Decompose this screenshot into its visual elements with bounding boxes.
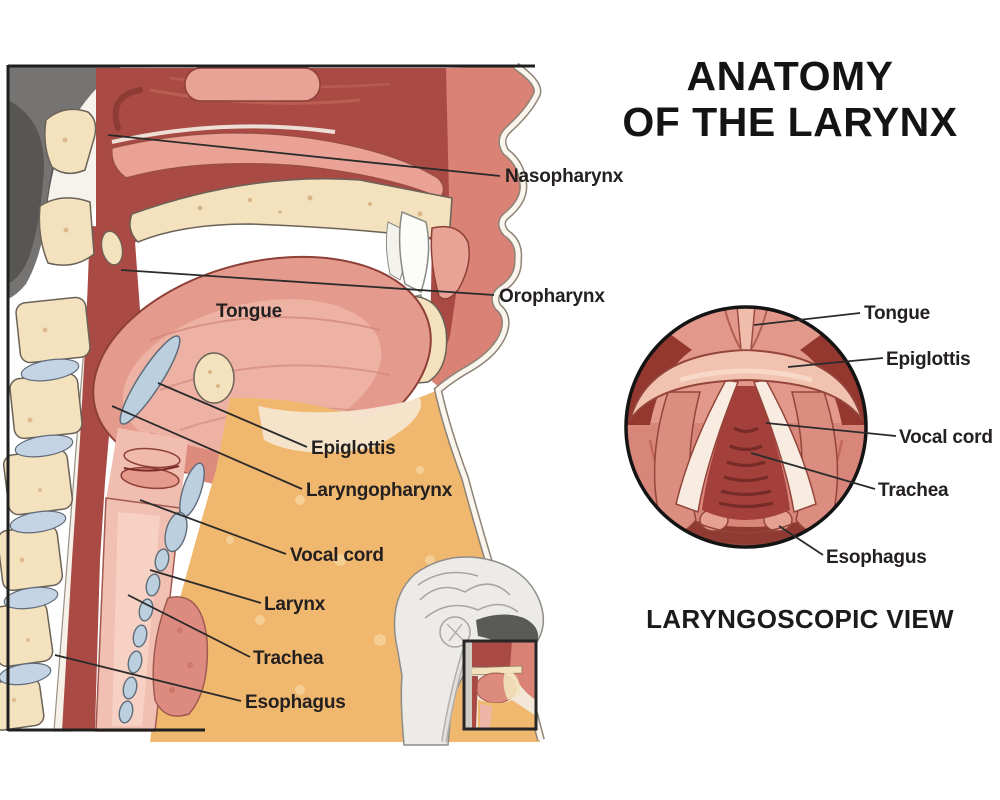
inset-head-figure xyxy=(393,556,545,746)
label-tongue: Tongue xyxy=(216,301,282,322)
scope-label-trachea: Trachea xyxy=(878,480,949,501)
label-nasopharynx: Nasopharynx xyxy=(505,166,624,187)
leader-esophagus xyxy=(54,654,242,702)
illustration-frame xyxy=(6,64,535,732)
label-trachea: Trachea xyxy=(253,648,324,669)
scope-label-vocal-cord: Vocal cord xyxy=(899,427,993,448)
page-title: ANATOMY OF THE LARYNX xyxy=(605,53,975,146)
scope-caption: LARYNGOSCOPIC VIEW xyxy=(646,604,954,634)
label-laryngopharynx: Laryngopharynx xyxy=(306,480,453,501)
leader-lines-scope xyxy=(750,312,897,556)
leader-nasopharynx xyxy=(107,134,501,177)
leader-scope-epiglottis xyxy=(787,357,884,368)
leader-epiglottis xyxy=(157,382,308,448)
inset-highlight-contents xyxy=(464,641,536,729)
leader-scope-esophagus xyxy=(778,525,824,556)
label-vocal-cord: Vocal cord xyxy=(290,545,384,566)
leader-trachea xyxy=(127,594,251,658)
label-oropharynx: Oropharynx xyxy=(499,286,605,307)
scope-label-epiglottis: Epiglottis xyxy=(886,349,971,370)
leader-lines-sagittal xyxy=(54,134,501,702)
label-esophagus: Esophagus xyxy=(245,692,346,713)
label-epiglottis: Epiglottis xyxy=(311,438,396,459)
title-line-2: OF THE LARYNX xyxy=(622,98,958,145)
leader-scope-trachea xyxy=(750,452,876,490)
scope-label-tongue: Tongue xyxy=(864,303,930,324)
leader-scope-tongue xyxy=(753,312,861,326)
laryngoscopic-circle xyxy=(624,305,868,549)
scope-circle-outline xyxy=(624,305,868,549)
leader-larynx xyxy=(149,569,262,604)
leader-oropharynx xyxy=(120,269,495,296)
title-line-1: ANATOMY xyxy=(686,53,894,99)
scope-label-esophagus: Esophagus xyxy=(826,547,927,568)
leader-scope-vocal-cord xyxy=(765,422,897,437)
leader-vocal-cord xyxy=(139,499,287,555)
leader-laryngopharynx xyxy=(111,405,303,490)
label-larynx: Larynx xyxy=(264,594,326,615)
inset-highlight-frame xyxy=(462,639,538,731)
